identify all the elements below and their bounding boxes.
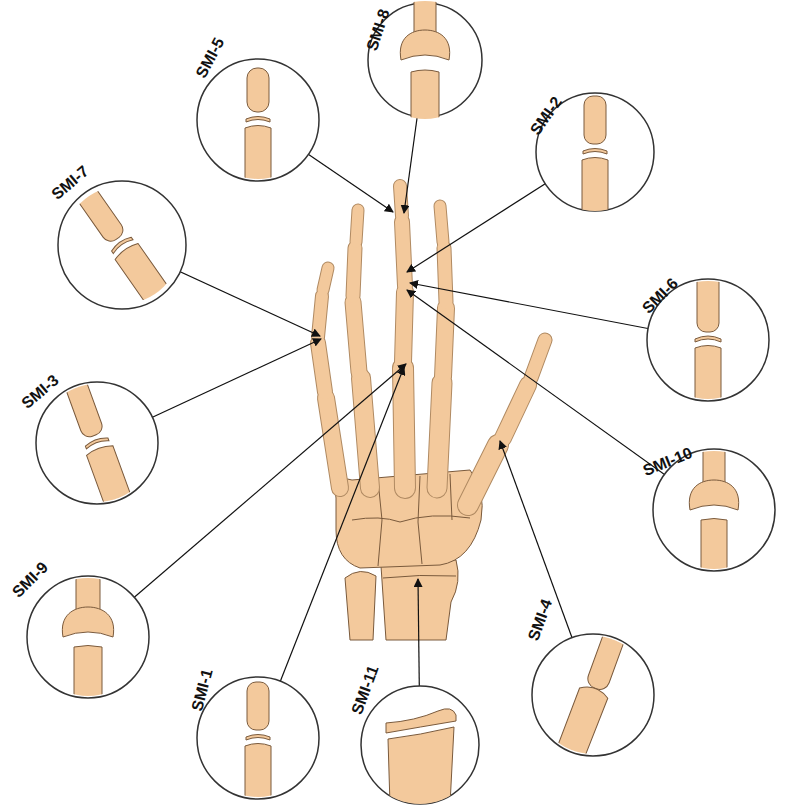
joint-circle: SMI-10: [652, 448, 776, 572]
carpal-line: [418, 476, 422, 564]
circle-shape: [197, 59, 319, 181]
phalanx-bone: [323, 268, 328, 290]
circle-shape: [36, 382, 158, 504]
joint-circle: SMI-3: [35, 381, 159, 505]
phalanx-bone: [403, 292, 405, 362]
phalanx-bone: [440, 206, 443, 242]
circle-shape: [58, 181, 186, 309]
circle-shape: [361, 686, 479, 804]
bone-outline: [356, 210, 358, 242]
bone-outline: [440, 206, 443, 242]
circle-outline: [35, 381, 159, 505]
joint-circle: SMI-7: [57, 180, 187, 310]
bone-outline: [444, 248, 446, 302]
joint-circle: SMI-8: [367, 2, 483, 118]
finger-bone-outlines: [318, 186, 545, 505]
bone-outline: [437, 383, 442, 488]
bone-outline: [503, 385, 528, 438]
joint-circle: SMI-5: [196, 58, 320, 182]
circle-outline: [196, 676, 320, 800]
bone-outline: [353, 302, 359, 372]
phalanx-bone: [353, 248, 355, 296]
bone-outline: [318, 343, 325, 392]
phalanx-bone: [400, 186, 402, 216]
phalanx-bone: [318, 343, 325, 392]
joint-circle: SMI-6: [646, 278, 770, 402]
circle-shape: [532, 634, 654, 756]
phalanx-bone: [318, 296, 322, 337]
finger-bones: [318, 186, 545, 505]
ulna-bone: [345, 571, 376, 640]
bone-outline: [400, 186, 402, 216]
phalanx-bone: [444, 248, 446, 302]
bone-outline: [403, 292, 405, 362]
bone-outline: [353, 248, 355, 296]
bone-outline: [318, 296, 322, 337]
joint-circle: SMI-9: [26, 575, 150, 699]
joint-label: SMI-4: [525, 597, 555, 643]
growth-line: [383, 575, 456, 578]
phalanx-bone: [503, 385, 528, 438]
metacarpal-bone: [437, 383, 442, 488]
bone-outline: [326, 398, 340, 488]
circle-shape: [197, 677, 319, 799]
joint-circle: SMI-11: [360, 685, 480, 805]
metacarpal-bone: [468, 445, 498, 505]
bone-outline: [468, 445, 498, 505]
circle-outline: [531, 633, 655, 757]
phalanx-bone: [356, 210, 358, 242]
circle-outline: [196, 58, 320, 182]
phalanx-bone: [531, 340, 545, 378]
circle-outline: [26, 575, 150, 699]
bone-outline: [403, 368, 405, 488]
metacarpal-bone: [326, 398, 340, 488]
bone-outline: [531, 340, 545, 378]
phalanx-bone: [353, 302, 359, 372]
bone-outline: [402, 222, 405, 286]
metacarpal-bone: [403, 368, 405, 488]
circle-outline: [360, 685, 480, 805]
joint-circle: SMI-4: [531, 633, 655, 757]
carpal-line: [450, 474, 452, 520]
joint-circle: SMI-2: [535, 92, 655, 212]
circle-shape: [27, 576, 149, 698]
phalanx-bone: [402, 222, 405, 286]
circle-outline: [57, 180, 187, 310]
bone-outline: [323, 268, 328, 290]
radius-bone: [381, 560, 458, 640]
joint-circle: SMI-1: [196, 676, 320, 800]
